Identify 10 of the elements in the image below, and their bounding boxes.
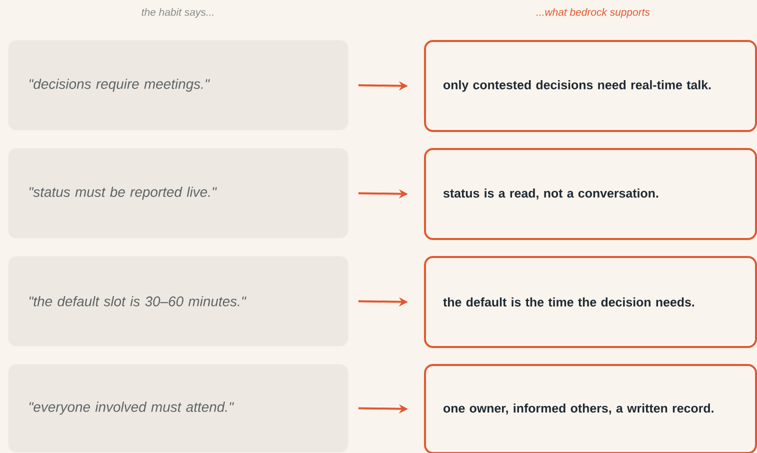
statement-box: status is a read, not a conversation. [424,148,757,240]
statement-box: the default is the time the decision needs. [424,256,757,348]
statement-box: one owner, informed others, a written record. [424,364,757,453]
habit-box: "status must be reported live." [8,148,348,238]
column-heading: ...what bedrock supports [536,8,650,18]
statement-box: only contested decisions need real-time talk. [424,40,757,132]
column-heading: the habit says... [142,8,214,18]
habit-box: "decisions require meetings." [8,40,348,130]
habit-box: "the default slot is 30–60 minutes." [8,256,348,346]
habit-box: "everyone involved must attend." [8,364,348,452]
